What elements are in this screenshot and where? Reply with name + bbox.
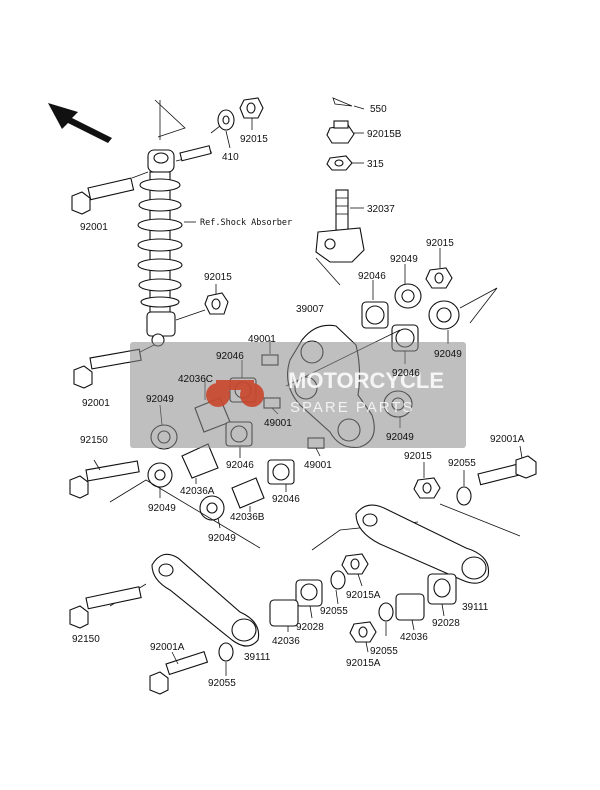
callout-39111-b: 39111	[244, 652, 271, 663]
callout-92046-d: 92046	[272, 494, 300, 505]
callout-92001A-a: 92001A	[490, 434, 525, 445]
callout-92150-a: 92150	[80, 435, 108, 446]
callout-92001A-b: 92001A	[150, 642, 185, 653]
callout-92046-top: 92046	[358, 271, 386, 282]
callout-92049-d: 92049	[148, 503, 176, 514]
callout-410: 410	[222, 152, 239, 163]
callout-42036A: 42036A	[180, 486, 215, 497]
collar-42036-a	[269, 599, 299, 632]
callout-92001-b: 92001	[82, 398, 110, 409]
callout-92150-b: 92150	[72, 634, 100, 645]
front-direction-arrow	[48, 103, 112, 143]
callout-315: 315	[367, 159, 384, 170]
callout-550: 550	[370, 104, 387, 115]
callout-92055-a: 92055	[448, 458, 476, 469]
callout-92015A-a: 92015A	[346, 590, 381, 601]
callout-92028-a: 92028	[296, 622, 324, 633]
seal-92049-top	[394, 264, 422, 309]
oring-92055-c	[378, 602, 394, 636]
callout-92015-right: 92015	[426, 238, 454, 249]
collar-42036-b	[395, 593, 425, 631]
bolt-92001-lower	[73, 344, 155, 389]
callout-92015-low: 92015	[404, 451, 432, 462]
callout-92046-c: 92046	[226, 460, 254, 471]
callout-92015-mid: 92015	[204, 272, 232, 283]
washer-315	[326, 155, 364, 171]
bolt-92150-lower	[69, 586, 142, 629]
nut-92015-mid	[204, 284, 229, 315]
seal-92049-right	[428, 287, 498, 344]
callout-92055-b: 92055	[320, 606, 348, 617]
callout-42036B: 42036B	[230, 512, 265, 523]
callout-92001-a: 92001	[80, 222, 108, 233]
callout-39111-a: 39111	[462, 602, 489, 613]
castle-nut-92015B	[326, 120, 364, 144]
shock-absorber	[137, 99, 213, 347]
tie-rod-39111-left	[109, 479, 261, 647]
callout-49001-b: 49001	[264, 418, 292, 429]
seal-92049-e	[199, 495, 225, 529]
callout-49001-c: 49001	[304, 460, 332, 471]
nut-92015A-a	[341, 553, 369, 587]
callout-32037: 32037	[367, 204, 395, 215]
needle-bearing-92046-c	[267, 459, 295, 492]
bolt-92001A-lower	[149, 650, 209, 695]
callout-92046-b: 92046	[392, 368, 420, 379]
oring-92055-a	[456, 470, 472, 506]
watermark-title: MOTORCYCLE	[288, 368, 444, 393]
stud-32037	[315, 189, 365, 286]
watermark-logo-icon	[206, 380, 264, 407]
bolt-92150-upper	[69, 459, 140, 499]
needle-bearing-92046-top	[361, 280, 389, 329]
callout-92049-right: 92049	[434, 349, 462, 360]
callout-42036C: 42036C	[178, 374, 213, 385]
seal-92049-d	[147, 462, 173, 498]
callout-92028-b: 92028	[432, 618, 460, 629]
collar-92028-b	[427, 573, 457, 617]
cotter-pin-550	[332, 97, 365, 110]
oring-92055-b	[330, 570, 346, 605]
collar-92028-a	[295, 579, 323, 619]
oring-92055-lower-left	[218, 642, 234, 676]
nut-92015-top	[239, 97, 264, 130]
callout-92049-e: 92049	[208, 533, 236, 544]
callout-ref-shock-absorber: Ref.Shock Absorber	[200, 218, 292, 228]
callout-92049-left: 92049	[146, 394, 174, 405]
washer-410	[210, 109, 235, 149]
bolt-92001-top	[71, 171, 149, 215]
collar-42036A	[181, 443, 219, 484]
callout-49001-a: 49001	[248, 334, 276, 345]
nut-92015-low	[413, 462, 441, 499]
watermark: MOTORCYCLE SPARE PARTS	[130, 342, 466, 448]
callout-92055-c: 92055	[370, 646, 398, 657]
callout-42036-a: 42036	[272, 636, 300, 647]
callout-42036-b: 42036	[400, 632, 428, 643]
callout-92015B: 92015B	[367, 129, 402, 140]
tie-rod-39111-right	[311, 503, 521, 584]
bolt-92001A-right	[477, 445, 537, 486]
nut-92015A-b	[349, 621, 377, 653]
callout-92049-c: 92049	[386, 432, 414, 443]
nut-92015-right	[425, 248, 453, 289]
callout-92055-d: 92055	[208, 678, 236, 689]
callout-92046-a: 92046	[216, 351, 244, 362]
callout-92015-top: 92015	[240, 134, 268, 145]
collar-42036B	[231, 477, 265, 512]
callout-92049-top: 92049	[390, 254, 418, 265]
watermark-subtitle: SPARE PARTS	[290, 399, 415, 416]
callout-39007: 39007	[296, 304, 324, 315]
callout-92015A-b: 92015A	[346, 658, 381, 669]
